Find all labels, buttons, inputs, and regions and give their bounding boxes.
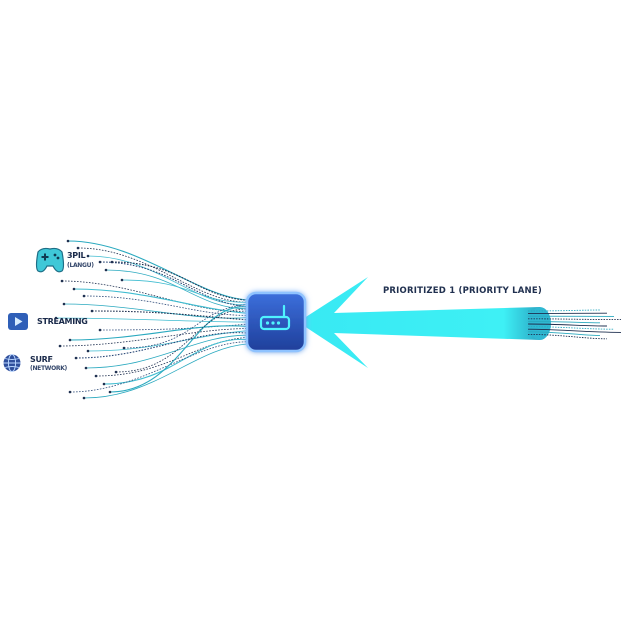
streaming-label: STREAMING [37,317,88,326]
wire-terminal-dot [110,260,114,264]
wire-terminal-dot [60,279,64,283]
play-icon [8,313,28,330]
globe-icon [3,354,21,372]
input-wire [67,240,248,301]
wire-terminal-dot [86,254,90,258]
output-wire [527,333,608,340]
router-icon [259,304,291,331]
wire-terminal-dot [102,382,106,386]
wire-terminal-dot [82,294,86,298]
wire-terminal-dot [82,396,86,400]
wire-terminal-dot [108,390,112,394]
input-wire [87,255,248,305]
wire-terminal-dot [94,374,98,378]
gamepad-icon [35,247,65,273]
input-wire [83,343,248,399]
wire-terminal-dot [74,356,78,360]
output-wire [527,326,615,330]
output-wire [527,309,601,312]
wire-terminal-dot [68,338,72,342]
input-wire [77,247,248,303]
gaming-sublabel: (LANGU) [67,262,94,269]
wire-terminal-dot [66,239,70,243]
gaming-label: 3PIL [67,251,86,260]
input-wire [59,328,248,347]
wire-terminal-dot [122,346,126,350]
input-wire [69,341,248,393]
wire-terminal-dot [114,370,118,374]
wire-terminal-dot [98,328,102,332]
input-wire [121,279,248,303]
priority-lane-label: PRIORITIZED 1 (PRIORITY LANE) [383,286,542,296]
wire-terminal-dot [84,366,88,370]
input-wire [95,337,248,377]
wire-terminal-dot [98,260,102,264]
output-wires [527,309,622,340]
surf-sublabel: (NETWORK) [30,365,67,372]
input-wire [103,338,248,385]
wire-terminal-dot [58,344,62,348]
output-wire [527,328,622,333]
input-wire [111,261,248,301]
input-wire [99,261,248,308]
wire-terminal-dot [76,246,80,250]
wire-terminal-dot [62,302,66,306]
wire-terminal-dot [86,349,90,353]
input-wire [85,334,248,369]
input-wires [54,239,248,400]
input-wire [115,308,248,373]
input-wire [123,304,248,349]
wire-terminal-dot [68,390,72,394]
input-wire [75,332,248,359]
output-wire [527,320,601,324]
input-wire [109,306,248,393]
input-wire [91,310,248,321]
input-wire [61,280,248,312]
wire-terminal-dot [54,316,58,320]
input-wire [55,317,248,323]
wire-terminal-dot [90,309,94,313]
wire-terminal-dot [72,287,76,291]
wire-terminal-dot [120,278,124,282]
router-node [245,291,307,353]
input-wire [69,325,248,341]
input-wire [73,288,248,314]
output-wire [527,323,608,327]
wire-terminal-dot [104,268,108,272]
surf-label: SURF [30,355,53,364]
output-wire [527,331,601,337]
output-wire [527,318,622,321]
priority-lane-arrow [298,277,540,368]
input-wire [105,269,248,310]
priority-lane [298,277,622,368]
input-wire [87,330,248,352]
